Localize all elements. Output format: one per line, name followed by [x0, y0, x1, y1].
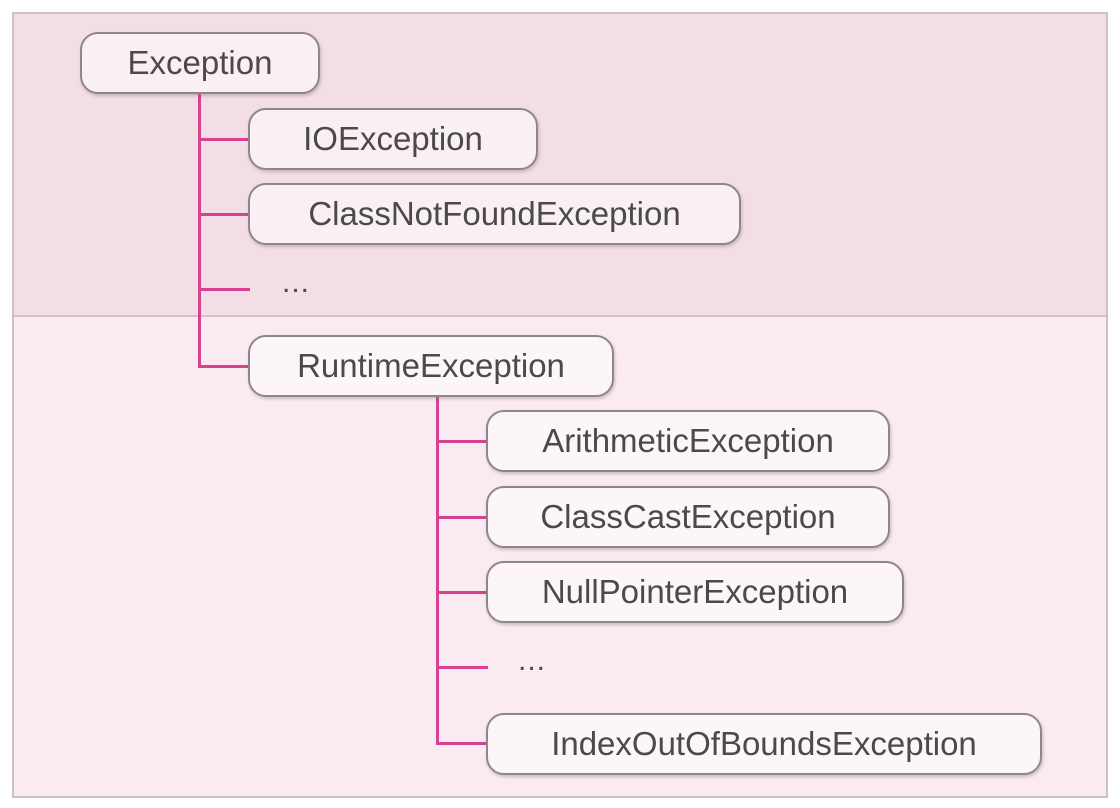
- connector-trunk-runtime: [436, 396, 439, 745]
- node-arithmeticexception: ArithmeticException: [486, 410, 890, 472]
- connector-branch-nullpointer: [436, 591, 488, 594]
- node-ioexception: IOException: [248, 108, 538, 170]
- connector-branch-ioexception: [198, 138, 250, 141]
- node-classnotfoundexception: ClassNotFoundException: [248, 183, 741, 245]
- node-exception: Exception: [80, 32, 320, 94]
- connector-branch-checked-more: [198, 288, 250, 291]
- connector-branch-runtime: [198, 365, 250, 368]
- connector-trunk-root: [198, 94, 201, 368]
- node-indexoutofboundsexception: IndexOutOfBoundsException: [486, 713, 1042, 775]
- checked-more-ellipsis: ...: [282, 266, 311, 299]
- connector-branch-arithmetic: [436, 440, 488, 443]
- connector-branch-classcast: [436, 516, 488, 519]
- connector-branch-runtime-more: [436, 666, 488, 669]
- connector-branch-indexoutofbounds: [436, 742, 488, 745]
- diagram-frame: [12, 12, 1108, 798]
- node-runtimeexception: RuntimeException: [248, 335, 614, 397]
- node-nullpointerexception: NullPointerException: [486, 561, 904, 623]
- connector-branch-classnotfound: [198, 213, 250, 216]
- zone-divider: [14, 315, 1106, 317]
- node-classcastexception: ClassCastException: [486, 486, 890, 548]
- runtime-more-ellipsis: ...: [518, 644, 547, 677]
